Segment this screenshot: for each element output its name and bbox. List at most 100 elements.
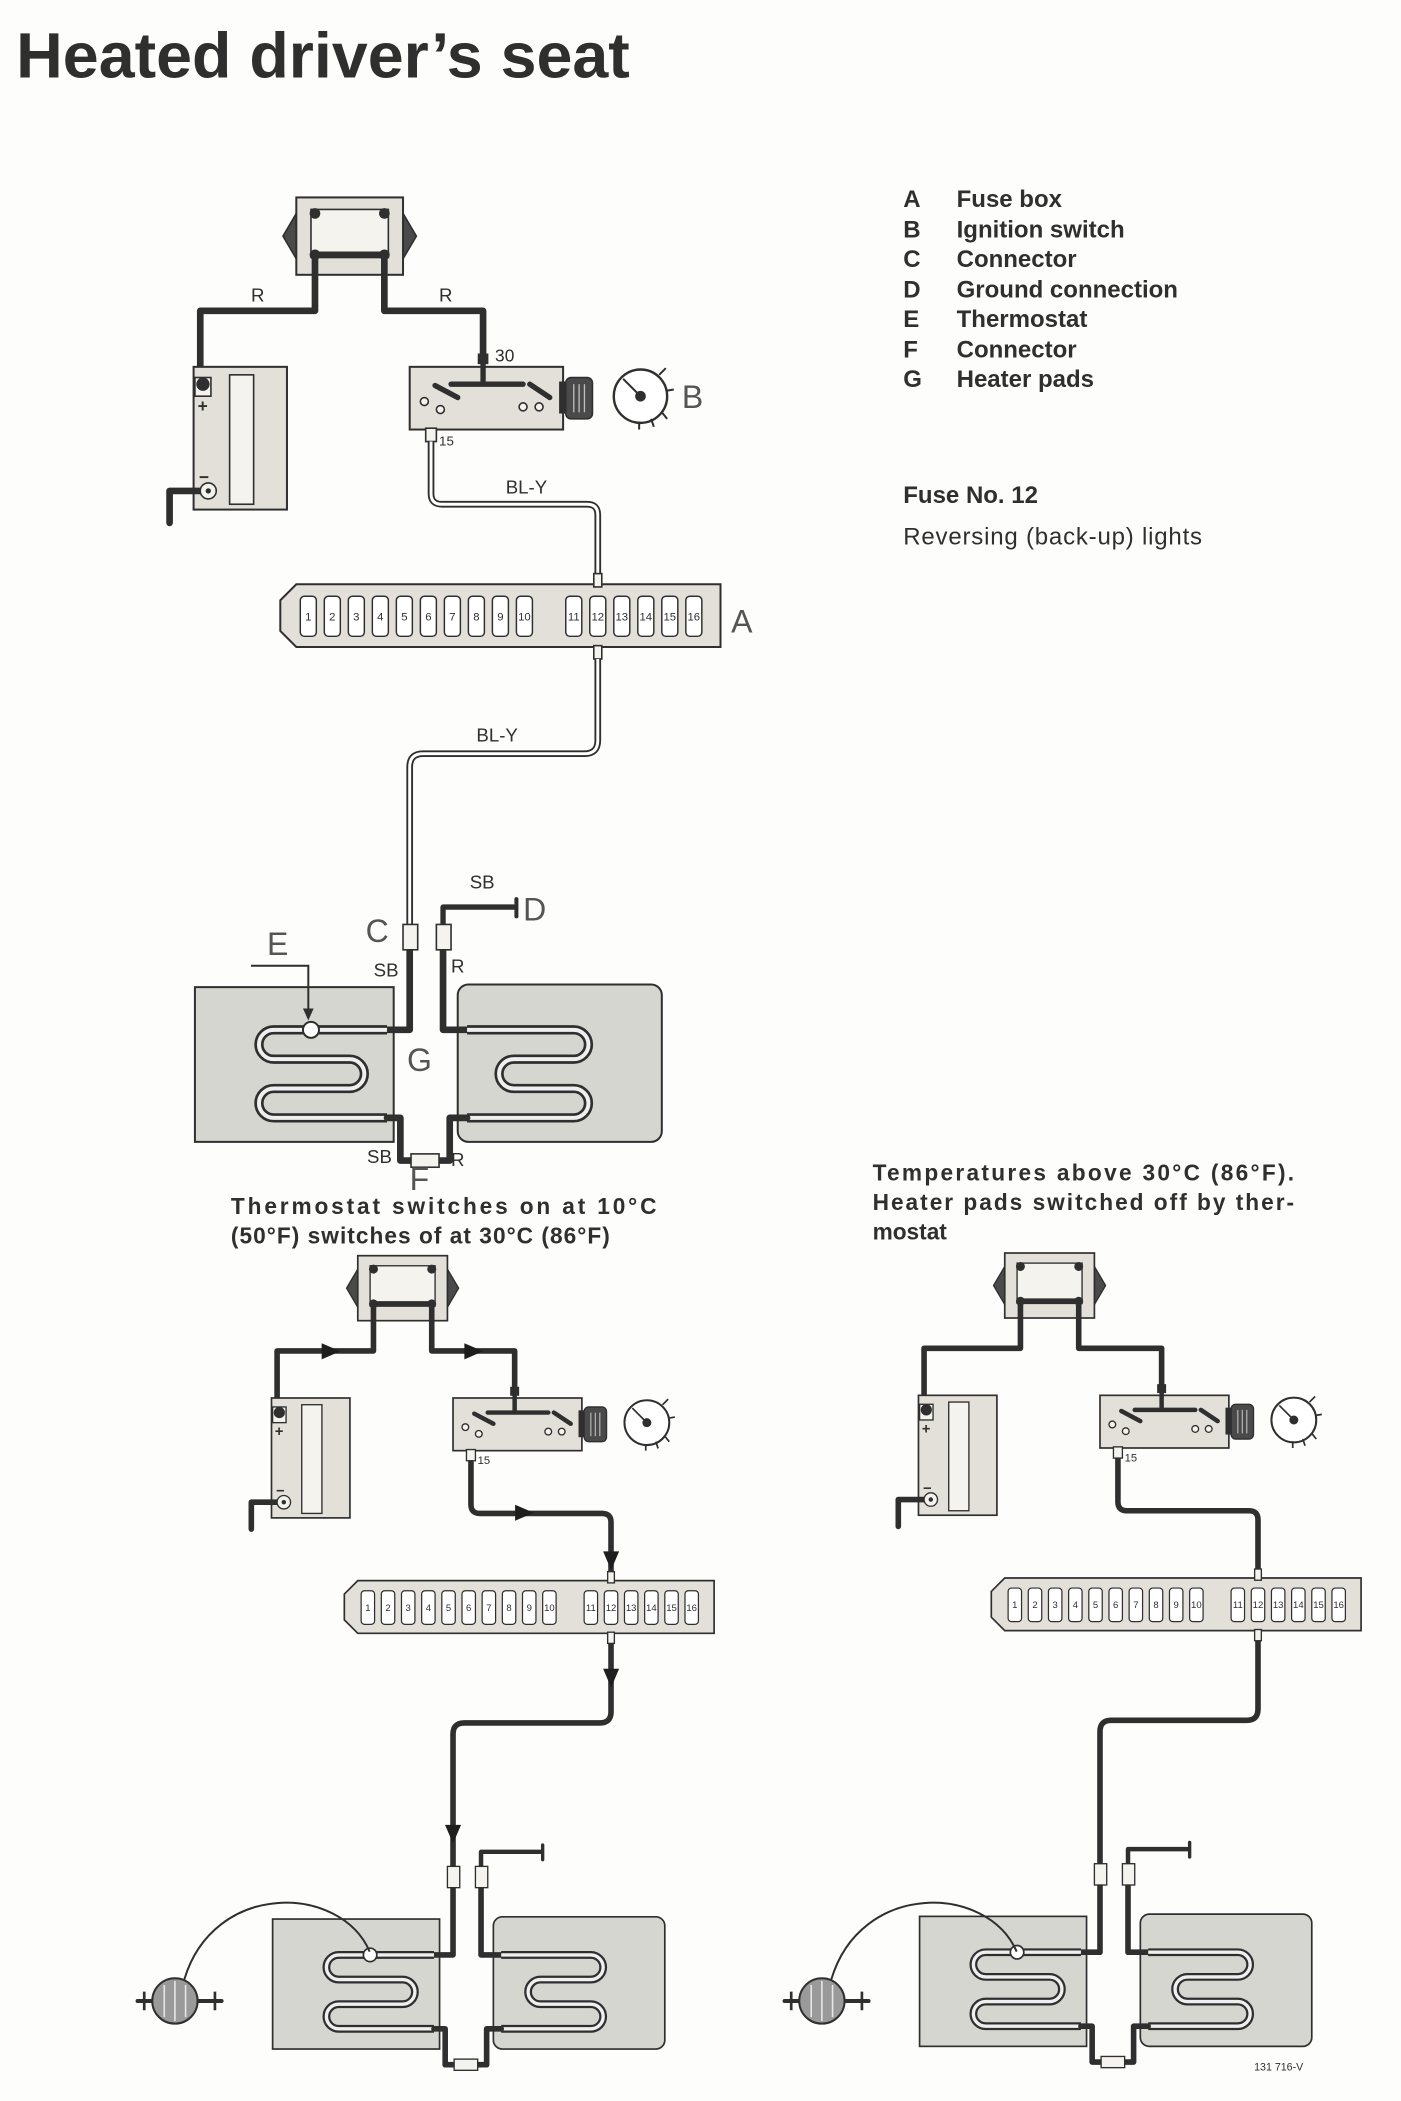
fuse-number: 10: [1191, 1600, 1202, 1611]
wire-bly-ignition-to-fuse: [427, 441, 602, 574]
ignition-lock-dial-icon: [623, 1398, 676, 1451]
fuse-number: 10: [518, 611, 531, 623]
fuse-number: 1: [1012, 1600, 1017, 1611]
wire-r-right-pad-to-f: [1121, 2023, 1151, 2065]
junction-terminal: [309, 208, 321, 219]
battery: + −: [192, 365, 288, 511]
fuse-number: 13: [1273, 1600, 1284, 1611]
current-flow-arrow: [321, 1343, 341, 1360]
ignition-switch-body: [452, 1397, 583, 1452]
wire-r-to-right-pad: [478, 1884, 505, 1958]
wire-sb-to-left-pad: [1078, 1882, 1103, 1956]
fuse-number: 3: [406, 1603, 411, 1614]
fuse-slot: [360, 1590, 376, 1625]
legend-key: F: [903, 337, 918, 364]
ignition-terminal-15: [1112, 1446, 1124, 1459]
heating-element-left-core: [324, 1953, 434, 2031]
fuse-slot: [1068, 1587, 1083, 1623]
fuse-slot: [400, 1590, 416, 1625]
junction-terminal: [1074, 1296, 1084, 1306]
junction-box-mount-right: [402, 210, 418, 262]
fuse-slot: [542, 1590, 557, 1625]
battery-negative-post: [281, 1499, 287, 1505]
fuse-slot: [1189, 1587, 1204, 1623]
figure-code: 131 716-V: [1254, 2061, 1304, 2073]
fuse-number: 1: [365, 1603, 370, 1614]
fuse-number: 11: [1233, 1600, 1243, 1611]
circuit-on-state: + − 15: [248, 1254, 715, 2071]
ignition-contact: [461, 1423, 470, 1432]
fuse-slot: [515, 595, 534, 638]
fuse-slot: [521, 1590, 537, 1625]
wire-r-to-battery: [196, 251, 319, 381]
battery-negative-sign: −: [923, 1481, 931, 1497]
fuse-number: 13: [615, 611, 628, 623]
fuse-number: 12: [606, 1603, 617, 1614]
fuse-slot: [421, 1590, 436, 1625]
fuse-number: 16: [1333, 1600, 1344, 1611]
ignition-knob-grip: [590, 1412, 601, 1437]
ignition-switch: 15: [408, 353, 594, 449]
ignition-switch-shaft: [559, 381, 568, 414]
ignition-contact: [534, 402, 544, 412]
heating-element-right-core: [1148, 1950, 1252, 2028]
diagram-thermostat-on: + − 15: [135, 1254, 715, 2071]
wire-sb-ground: [478, 1849, 543, 1869]
dial-hub: [1289, 1415, 1299, 1425]
battery-label-panel: [228, 374, 255, 506]
fuse-slot: [491, 595, 510, 638]
battery-negative-sign: −: [276, 1483, 285, 1499]
thermostat-pointer-arrow-icon: [302, 1008, 314, 1021]
fuse-number: 13: [626, 1603, 637, 1614]
fuse-slot: [661, 595, 679, 638]
battery-positive-sign: +: [198, 396, 208, 416]
junction-terminal: [1015, 1261, 1025, 1271]
fuse-slot: [1027, 1587, 1043, 1623]
battery-positive-sign: +: [922, 1421, 931, 1437]
junction-box: [345, 1254, 460, 1322]
fuse-12-output-terminal: [592, 644, 603, 660]
connector-c: [1093, 1863, 1108, 1886]
fuse-slot: [1088, 1587, 1103, 1623]
legend-key: D: [903, 276, 920, 303]
wire-bly-ignition-to-fuse: [468, 1460, 614, 1572]
fuse-number: 14: [646, 1603, 657, 1614]
sensor-bulb-ribs: [163, 1980, 187, 2021]
fuse-slot: [380, 1590, 396, 1625]
fuse-number: 7: [486, 1603, 491, 1614]
current-flow-arrow: [515, 1504, 534, 1521]
circuit-main: + − 15: [166, 196, 722, 1169]
battery: + −: [270, 1397, 351, 1519]
junction-box-mount-left: [345, 1266, 359, 1310]
fuse-number: 2: [385, 1603, 390, 1614]
caption-off-line: Temperatures above 30°C (86°F).: [873, 1160, 1295, 1186]
thermostat-icon: [301, 1020, 320, 1039]
thermostat-sensor-bulb-icon: [135, 1977, 224, 2025]
sensor-bulb-ribs: [810, 1980, 834, 2021]
legend: A Fuse box B Ignition switch C Connector…: [903, 186, 1178, 393]
ignition-switch-shaft: [1225, 1407, 1233, 1435]
ignition-contact: [518, 402, 528, 412]
legend-key: A: [903, 186, 920, 213]
ignition-contacts: [1119, 1387, 1220, 1424]
fuse-number: 8: [506, 1603, 511, 1614]
wire-sb-ground: [440, 904, 517, 928]
current-flow-arrows: [321, 1343, 620, 1844]
fuse-slot: [685, 595, 703, 638]
heating-element-left-core: [971, 1950, 1081, 2028]
page-title: Heated driver’s seat: [16, 19, 630, 91]
legend-key: C: [903, 246, 920, 273]
ignition-switch: 15: [452, 1386, 608, 1467]
connector-f: [453, 2058, 479, 2071]
dial-hub: [635, 390, 646, 402]
battery-positive-post: [920, 1404, 932, 1416]
battery-negative-post: [928, 1497, 934, 1502]
caption-on-line: Thermostat switches on at 10°C: [231, 1193, 657, 1219]
fuse-slot: [1331, 1587, 1347, 1623]
ignition-contact: [435, 404, 446, 415]
current-flow-arrow: [603, 1551, 620, 1571]
fuse-number: 7: [449, 611, 455, 623]
fuse-slot: [299, 595, 318, 638]
junction-box-plate: [1016, 1262, 1083, 1305]
